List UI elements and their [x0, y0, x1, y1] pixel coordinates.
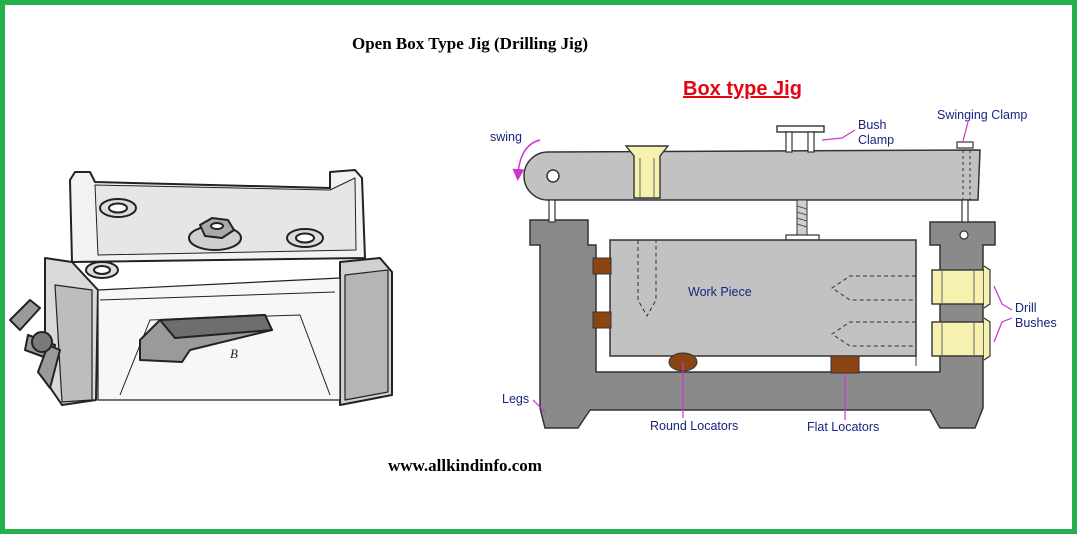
box-jig-title: Box type Jig	[683, 78, 802, 100]
work-piece-label: Work Piece	[688, 285, 752, 299]
clamp-screw	[796, 199, 808, 236]
flat-locator	[830, 355, 860, 374]
hinge-pin	[546, 169, 560, 183]
bush-clamp-label: Bush Clamp	[858, 118, 895, 147]
swinging-clamp-arm	[523, 149, 981, 201]
swing-arrow	[512, 139, 541, 181]
part-b-label: B	[230, 346, 238, 361]
round-locators-label: Round Locators	[650, 419, 739, 433]
jig-body	[529, 219, 996, 429]
website-footer: www.allkindinfo.com	[388, 456, 542, 475]
page-title: Open Box Type Jig (Drilling Jig)	[352, 34, 588, 53]
swing-label: swing	[490, 130, 522, 144]
flat-locators-label: Flat Locators	[807, 420, 880, 434]
side-locator-bottom	[592, 311, 612, 329]
swinging-clamp-label: Swinging Clamp	[937, 108, 1028, 122]
work-piece	[609, 239, 917, 357]
arm-drill-bush	[624, 145, 670, 199]
side-drill-bush-top	[931, 269, 985, 305]
legs-label: Legs	[502, 392, 530, 406]
side-locator-top	[592, 257, 612, 275]
drill-bushes-label: Drill Bushes	[1015, 301, 1057, 330]
side-drill-bush-bottom	[931, 321, 985, 357]
bush-clamp	[776, 125, 825, 133]
